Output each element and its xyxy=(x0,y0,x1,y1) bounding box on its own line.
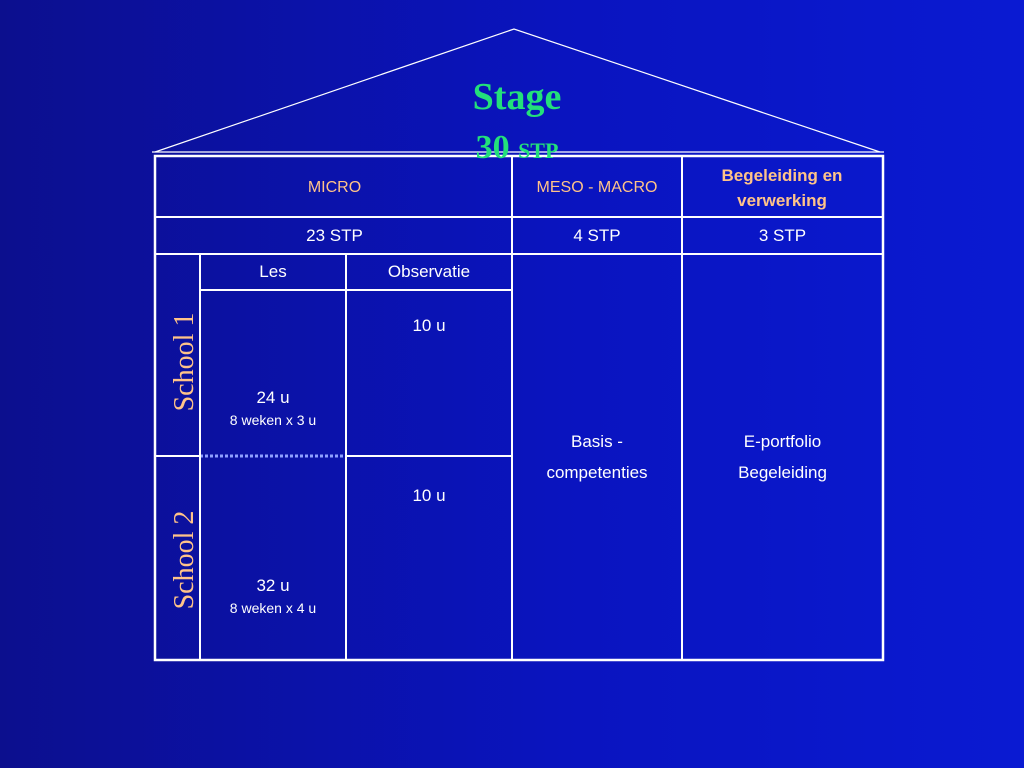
school-2-observatie: 10 u xyxy=(412,486,446,505)
title-stage: Stage xyxy=(472,76,562,118)
begeleiding-body-line1: E-portfolio xyxy=(743,432,822,451)
header-begeleiding-label: Begeleiding en verwerking xyxy=(721,165,843,210)
school-1-label: School 1 xyxy=(169,312,200,412)
header-meso: MESO - MACRO xyxy=(536,158,658,217)
column-les: Les xyxy=(259,262,287,281)
meso-body: Basis - competenties xyxy=(512,254,682,660)
header-begeleiding: Begeleiding en verwerking xyxy=(696,158,868,217)
meso-body-line2: competenties xyxy=(546,463,648,482)
header-micro: MICRO xyxy=(157,158,512,217)
meso-body-line1: Basis - xyxy=(571,432,623,451)
title-number: 30 xyxy=(475,129,510,166)
school-1-les-hours: 24 u xyxy=(256,388,290,407)
title-stp: 30 STP xyxy=(412,128,622,171)
stp-meso: 4 STP xyxy=(573,225,621,245)
stp-begeleiding: 3 STP xyxy=(758,225,807,245)
title-unit: STP xyxy=(518,138,559,163)
begeleiding-body-line2: Begeleiding xyxy=(738,463,827,482)
school-2-les: 32 u 8 weken x 4 u xyxy=(200,456,346,660)
school-2-label: School 2 xyxy=(169,510,200,610)
school-1-observatie: 10 u xyxy=(412,316,446,335)
school-1-les: 24 u 8 weken x 3 u xyxy=(200,290,346,456)
stp-micro: 23 STP xyxy=(306,225,363,245)
school-2-les-hours: 32 u xyxy=(256,576,290,595)
header-meso-label: MESO - MACRO xyxy=(536,179,658,196)
school-2-les-detail: 8 weken x 4 u xyxy=(229,600,317,616)
school-1-les-detail: 8 weken x 3 u xyxy=(229,412,317,428)
column-observatie: Observatie xyxy=(387,262,471,281)
begeleiding-body: E-portfolio Begeleiding xyxy=(682,254,883,660)
header-micro-label: MICRO xyxy=(307,178,362,196)
